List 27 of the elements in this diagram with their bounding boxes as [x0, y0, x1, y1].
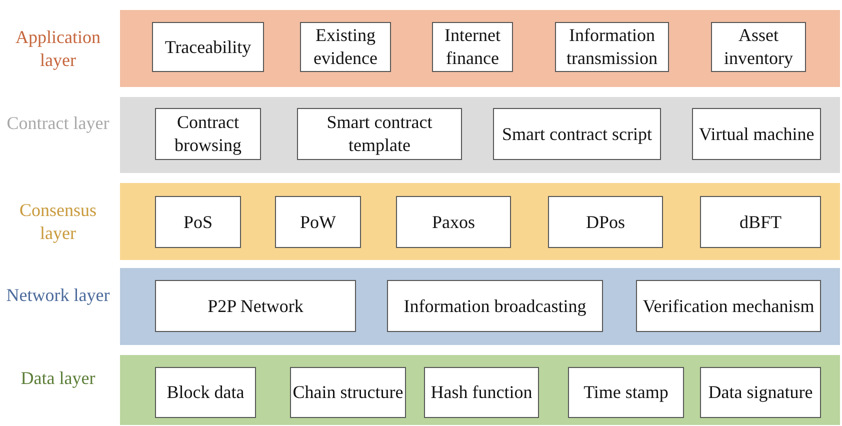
component-box: Hash function — [424, 367, 539, 418]
layer-label: Network layer — [5, 284, 111, 306]
component-box: Information broadcasting — [387, 280, 603, 332]
component-box: Smart contract script — [493, 108, 661, 160]
component-box: DPos — [548, 196, 663, 248]
component-box: dBFT — [700, 196, 821, 248]
layer-label: Contract layer — [6, 112, 110, 135]
component-box: Paxos — [396, 196, 511, 248]
component-box: Verification mechanism — [636, 280, 821, 332]
component-box: Asset inventory — [711, 22, 806, 72]
component-box: Virtual machine — [692, 108, 821, 160]
component-box: Contract browsing — [155, 108, 261, 160]
layer-label: Data layer — [20, 367, 96, 390]
component-box: Existing evidence — [300, 22, 391, 72]
layer-label: Consensus layer — [18, 198, 98, 244]
component-box: Traceability — [152, 22, 264, 72]
component-box: PoS — [155, 196, 241, 248]
component-box: Information transmission — [555, 22, 669, 72]
component-box: Time stamp — [568, 367, 684, 418]
component-box: Smart contract template — [297, 108, 462, 160]
component-box: Internet finance — [432, 22, 513, 72]
component-box: Data signature — [700, 367, 821, 418]
component-box: Block data — [155, 367, 256, 418]
layer-label: Application layer — [14, 26, 102, 72]
component-box: P2P Network — [155, 280, 356, 332]
component-box: Chain structure — [290, 367, 406, 418]
component-box: PoW — [275, 196, 361, 248]
